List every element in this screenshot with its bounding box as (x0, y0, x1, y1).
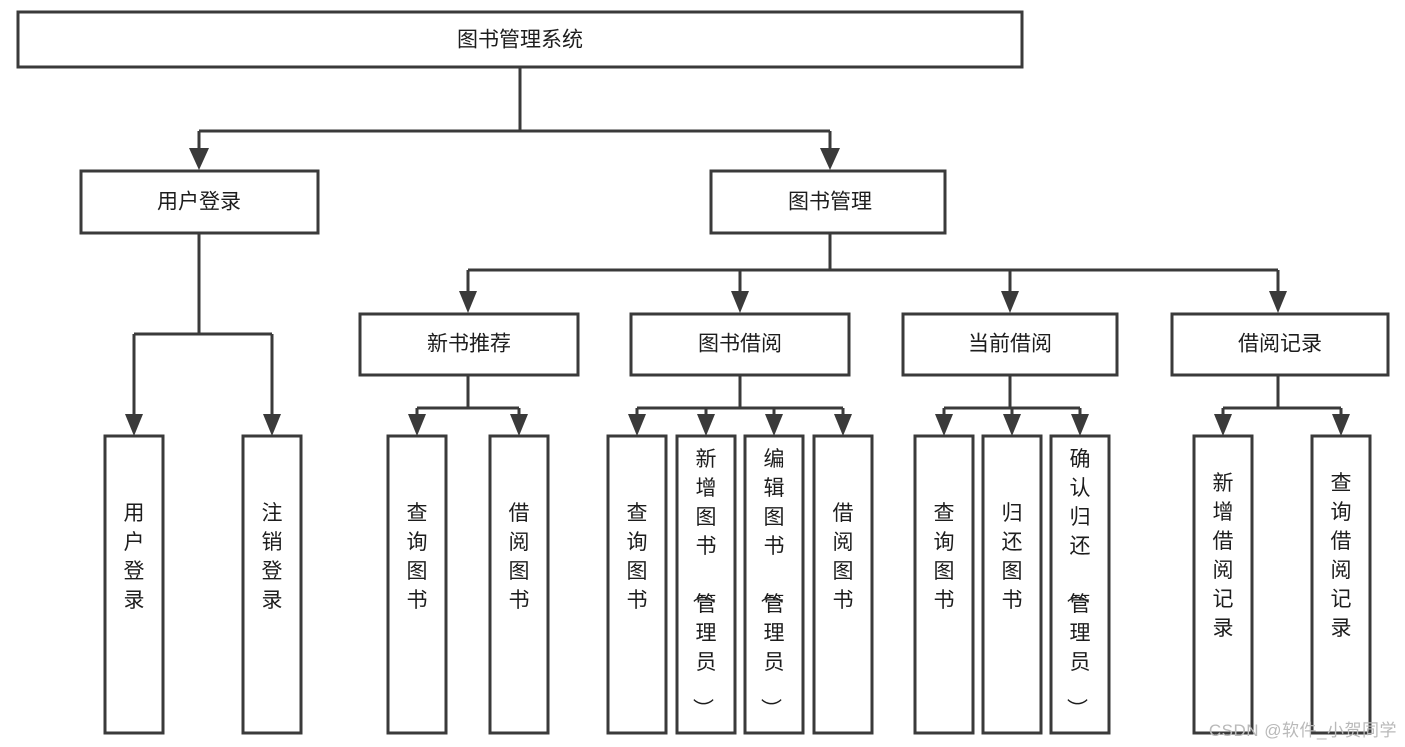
leaf-user-login-2-label: 注销登录 (262, 502, 283, 612)
leaf-book-borrow-1-label: 查询图书 (627, 502, 648, 612)
leaf-current-borrow-1[interactable]: 查询图书 (913, 434, 975, 735)
leaf-book-borrow-4-box[interactable] (812, 434, 874, 735)
leaf-book-borrow-4[interactable]: 借阅图书 (812, 434, 874, 735)
leaf-current-borrow-2[interactable]: 归还图书 (981, 434, 1043, 735)
arrow-head-leaf-book-borrow-2 (697, 414, 715, 436)
arrow-head-new-book-recommend (459, 291, 477, 313)
leaf-book-borrow-2-label: 新增图书（管理员） (691, 448, 717, 719)
leaf-new-book-1[interactable]: 查询图书 (386, 434, 448, 735)
leaf-current-borrow-3[interactable]: 确认归还（管理员） (1049, 434, 1111, 735)
leaf-borrow-record-2[interactable]: 查询借阅记录 (1310, 434, 1372, 735)
leaf-new-book-2-box[interactable] (488, 434, 550, 735)
leaf-user-login-1[interactable]: 用户登录 (103, 434, 165, 735)
node-borrow-record[interactable]: 借阅记录 (1170, 312, 1390, 377)
leaf-book-borrow-2[interactable]: 新增图书（管理员） (675, 434, 737, 735)
node-user-login-box[interactable] (79, 169, 320, 235)
leaf-user-login-2[interactable]: 注销登录 (241, 434, 303, 735)
node-new-book-recommend-box[interactable] (358, 312, 580, 377)
node-current-borrow-label: 当前借阅 (968, 333, 1052, 356)
leaf-new-book-2[interactable]: 借阅图书 (488, 434, 550, 735)
leaf-current-borrow-2-box[interactable] (981, 434, 1043, 735)
leaf-book-borrow-1-box[interactable] (606, 434, 668, 735)
arrow-head-leaf-book-borrow-1 (628, 414, 646, 436)
arrow-head-user-login (189, 148, 209, 170)
node-book-manage[interactable]: 图书管理 (709, 169, 947, 235)
arrow-head-leaf-borrow-record-2 (1332, 414, 1350, 436)
arrow-head-leaf-new-book-2 (510, 414, 528, 436)
csdn-watermark: CSDN @软件_小贺同学 (1208, 721, 1397, 740)
node-borrow-record-box[interactable] (1170, 312, 1390, 377)
arrow-head-leaf-user-login-2 (263, 414, 281, 436)
leaf-book-borrow-2-box[interactable] (675, 434, 737, 735)
node-root-label: 图书管理系统 (457, 29, 583, 52)
connector-layer (125, 67, 1350, 436)
arrow-head-leaf-book-borrow-4 (834, 414, 852, 436)
arrow-head-leaf-current-borrow-1 (935, 414, 953, 436)
leaf-book-borrow-3[interactable]: 编辑图书（管理员） (743, 434, 805, 735)
arrow-head-leaf-current-borrow-3 (1071, 414, 1089, 436)
leaf-current-borrow-1-box[interactable] (913, 434, 975, 735)
leaf-user-login-1-label: 用户登录 (124, 502, 145, 612)
node-book-borrow-label: 图书借阅 (698, 333, 782, 356)
leaf-book-borrow-3-label: 编辑图书（管理员） (759, 448, 785, 719)
node-book-manage-box[interactable] (709, 169, 947, 235)
leaf-current-borrow-3-label: 确认归还（管理员） (1065, 448, 1091, 719)
arrow-head-borrow-record (1269, 291, 1287, 313)
leaf-borrow-record-1[interactable]: 新增借阅记录 (1192, 434, 1254, 735)
leaf-current-borrow-1-label: 查询图书 (934, 502, 955, 612)
leaf-borrow-record-2-box[interactable] (1310, 434, 1372, 735)
leaf-book-borrow-4-label: 借阅图书 (833, 502, 854, 612)
leaf-current-borrow-3-box[interactable] (1049, 434, 1111, 735)
arrow-head-book-borrow (731, 291, 749, 313)
node-new-book-recommend-label: 新书推荐 (427, 333, 511, 356)
arrow-head-leaf-book-borrow-3 (765, 414, 783, 436)
node-book-borrow[interactable]: 图书借阅 (629, 312, 851, 377)
node-book-manage-label: 图书管理 (788, 191, 872, 214)
node-new-book-recommend[interactable]: 新书推荐 (358, 312, 580, 377)
leaf-current-borrow-2-label: 归还图书 (1002, 502, 1023, 612)
node-user-login[interactable]: 用户登录 (79, 169, 320, 235)
node-borrow-record-label: 借阅记录 (1238, 333, 1322, 356)
leaf-book-borrow-3-box[interactable] (743, 434, 805, 735)
node-user-login-label: 用户登录 (157, 191, 241, 214)
arrow-head-leaf-current-borrow-2 (1003, 414, 1021, 436)
arrow-head-leaf-new-book-1 (408, 414, 426, 436)
leaf-new-book-1-label: 查询图书 (407, 502, 428, 612)
arrow-head-book-manage (820, 148, 840, 170)
node-book-borrow-box[interactable] (629, 312, 851, 377)
leaf-user-login-2-box[interactable] (241, 434, 303, 735)
leaf-new-book-1-box[interactable] (386, 434, 448, 735)
node-current-borrow-box[interactable] (901, 312, 1119, 377)
node-root[interactable]: 图书管理系统 (16, 10, 1024, 69)
node-root-box[interactable] (16, 10, 1024, 69)
arrow-head-leaf-user-login-1 (125, 414, 143, 436)
arrow-head-current-borrow (1001, 291, 1019, 313)
node-current-borrow[interactable]: 当前借阅 (901, 312, 1119, 377)
leaf-new-book-2-label: 借阅图书 (509, 502, 530, 612)
arrow-head-leaf-borrow-record-1 (1214, 414, 1232, 436)
leaf-borrow-record-2-label: 查询借阅记录 (1331, 472, 1352, 640)
leaf-user-login-1-box[interactable] (103, 434, 165, 735)
leaf-borrow-record-1-label: 新增借阅记录 (1213, 472, 1234, 640)
leaf-borrow-record-1-box[interactable] (1192, 434, 1254, 735)
leaf-book-borrow-1[interactable]: 查询图书 (606, 434, 668, 735)
